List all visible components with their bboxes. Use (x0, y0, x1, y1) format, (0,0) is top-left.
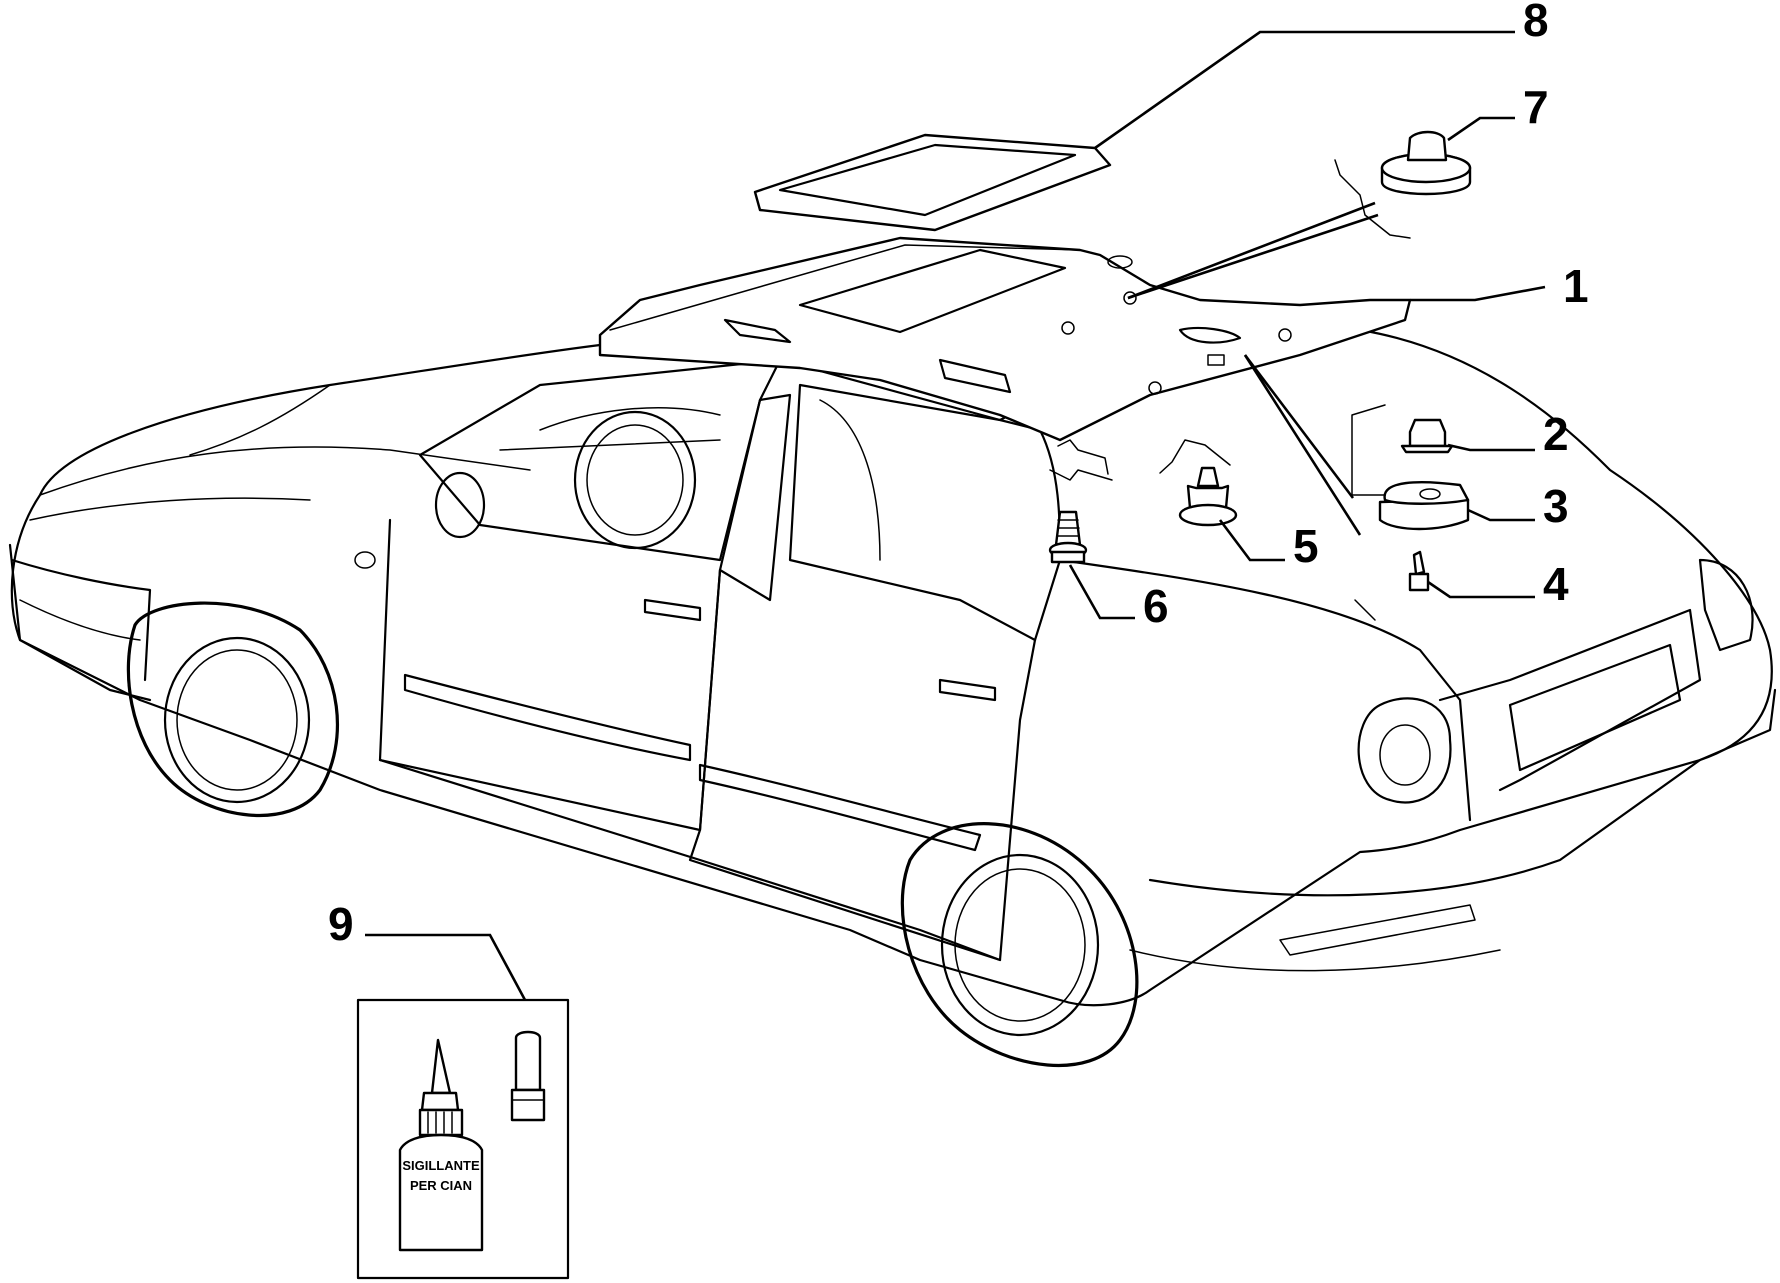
screw-part (1408, 550, 1430, 592)
leader-6 (1068, 564, 1135, 620)
callout-8: 8 (1523, 0, 1549, 46)
leader-lines (365, 30, 1546, 1001)
callout-3: 3 (1543, 480, 1569, 532)
leader-7 (1447, 116, 1515, 142)
bottle-cap (510, 1030, 546, 1122)
rear-wheel (900, 822, 1139, 1068)
callout-numbers: 1 2 3 4 5 6 7 8 9 (328, 0, 1589, 950)
sunroof-seal (753, 133, 1112, 232)
leader-7b (1127, 201, 1376, 300)
callout-2: 2 (1543, 408, 1569, 460)
mounting-detail-lines (1049, 159, 1411, 621)
front-wheel (126, 601, 339, 818)
leader-1 (1410, 285, 1546, 302)
callout-5: 5 (1293, 520, 1319, 572)
round-cap-part (1380, 130, 1472, 196)
bottle-label-line-2: PER CIAN (410, 1178, 472, 1193)
leader-3 (1467, 508, 1535, 522)
car-body (8, 328, 1777, 1068)
leader-5 (1218, 519, 1285, 562)
leader-4 (1427, 580, 1535, 599)
leader-9 (365, 933, 527, 1001)
leader-8 (1094, 30, 1515, 150)
leader-7c (1127, 213, 1379, 300)
clip-part (1400, 418, 1454, 454)
callout-7: 7 (1523, 81, 1549, 133)
sealant-bottle: SIGILLANTE PER CIAN (398, 1038, 484, 1252)
leader-1b (1243, 354, 1362, 536)
stud-part (1048, 510, 1088, 564)
callout-4: 4 (1543, 558, 1569, 610)
bracket-part (1378, 481, 1470, 531)
plastic-rivet-part (1178, 466, 1238, 527)
callout-9: 9 (328, 898, 354, 950)
headliner-panel (598, 236, 1412, 442)
callout-6: 6 (1143, 580, 1169, 632)
kit-frame (356, 998, 570, 1280)
leader-1c (1243, 354, 1355, 499)
leader-2 (1447, 443, 1535, 452)
bottle-label-line-1: SIGILLANTE (402, 1158, 480, 1173)
sealant-kit-box: SIGILLANTE PER CIAN (356, 998, 570, 1280)
callout-1: 1 (1563, 260, 1589, 312)
